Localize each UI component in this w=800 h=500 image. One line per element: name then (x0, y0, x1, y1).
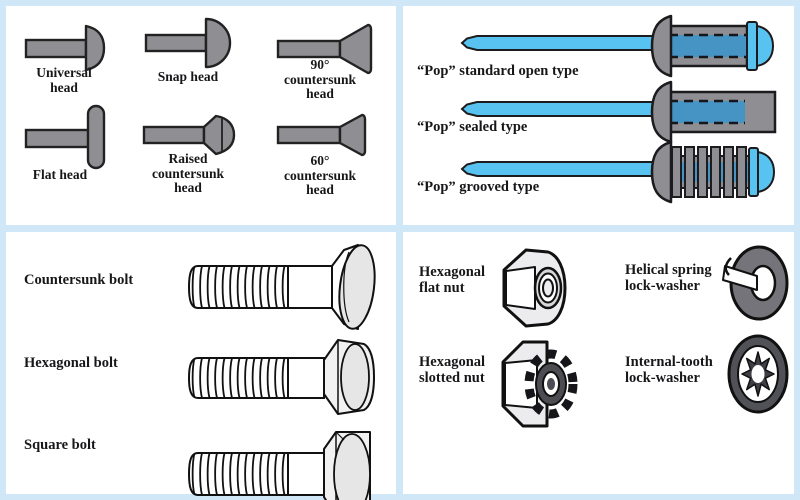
internal-tooth-lock-washer-icon (727, 334, 789, 414)
rivet-label-flat-head: Flat head (32, 167, 88, 182)
hexagonal-flat-nut-icon (502, 248, 567, 328)
nuts-washers-panel: Hexagonal flat nut Helical spring lock-w… (403, 232, 794, 494)
rivet-label-universal-head: Universal head (36, 65, 92, 95)
pop-standard-rivet-icon (460, 14, 775, 78)
countersunk-bolt-icon (187, 244, 376, 330)
pop-rivet-label-sealed: “Pop” sealed type (417, 119, 528, 135)
rivet-label-countersunk-90: 90° countersunk head (283, 57, 356, 101)
pop-rivet-label-grooved: “Pop” grooved type (417, 179, 540, 195)
raised-countersunk-rivet-icon (142, 114, 236, 156)
nut-label-hexagonal-slotted: Hexagonal slotted nut (419, 354, 486, 386)
pop-sealed-rivet-icon (460, 80, 777, 144)
pop-grooved-rivet-icon (460, 140, 776, 204)
snap-head-rivet-icon (144, 17, 232, 69)
rivet-label-snap-head: Snap head (157, 69, 219, 84)
washer-label-helical-spring: Helical spring lock-washer (625, 262, 712, 294)
washer-label-internal-tooth: Internal-tooth lock-washer (625, 354, 713, 386)
pop-rivets-panel: “Pop” standard open type “Pop” sealed ty… (403, 6, 794, 225)
rivet-label-countersunk-60: 60° countersunk head (283, 153, 356, 197)
hexagonal-bolt-icon (187, 339, 375, 415)
universal-head-rivet-icon (24, 24, 106, 72)
nut-label-hexagonal-flat: Hexagonal flat nut (419, 264, 486, 296)
countersunk-90-rivet-icon (276, 23, 373, 75)
rivet-heads-panel: Universal head Snap head 90° countersunk… (6, 6, 396, 225)
square-bolt-icon (187, 431, 371, 500)
bolts-panel: Countersunk bolt Hexagonal bolt (6, 232, 396, 500)
helical-spring-lock-washer-icon (722, 245, 789, 321)
hexagonal-slotted-nut-icon (501, 340, 578, 428)
bolt-label-countersunk: Countersunk bolt (24, 272, 134, 288)
flat-head-rivet-icon (24, 104, 106, 170)
bolt-label-hexagonal: Hexagonal bolt (24, 355, 118, 371)
rivet-label-raised-countersunk: Raised countersunk head (151, 151, 224, 195)
bolt-label-square: Square bolt (24, 437, 96, 453)
countersunk-60-rivet-icon (276, 113, 367, 157)
pop-rivet-label-standard: “Pop” standard open type (417, 63, 579, 79)
